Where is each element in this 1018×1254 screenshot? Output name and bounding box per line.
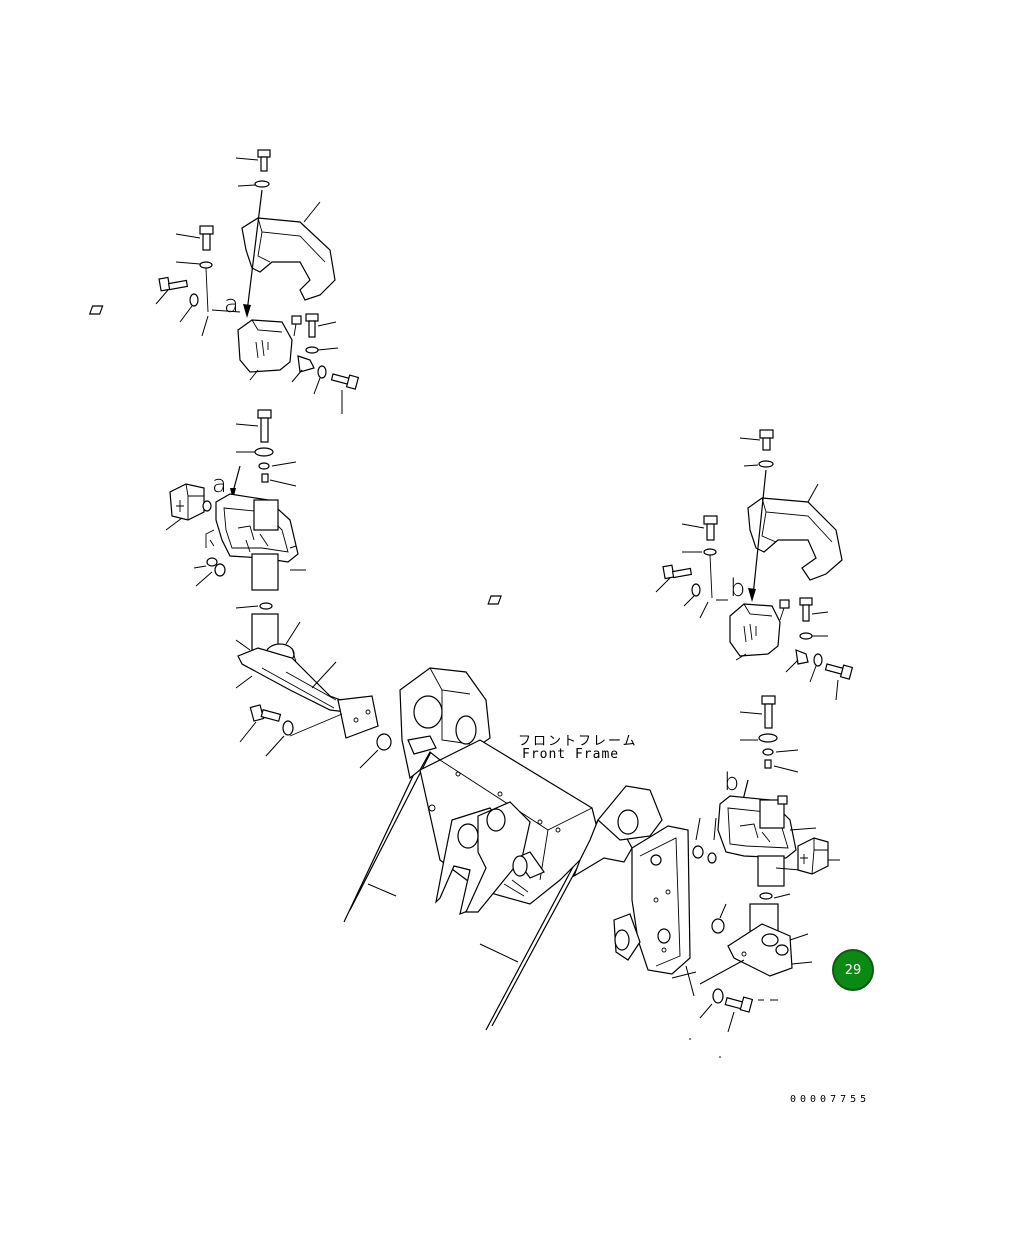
washer-icon	[758, 733, 778, 743]
front-frame-label-en: Front Frame	[522, 747, 620, 762]
washer-icon	[691, 583, 701, 597]
washer-icon	[799, 632, 813, 640]
lamp-stay-icon	[237, 647, 347, 713]
lamp-cover-icon	[241, 217, 336, 301]
washer-icon	[199, 261, 213, 269]
bolt-icon	[305, 313, 319, 338]
bolt-icon	[703, 515, 718, 541]
nut-icon	[376, 733, 392, 751]
bracket-icon	[297, 355, 315, 373]
bolt-icon	[199, 225, 214, 251]
bolt-icon	[257, 149, 271, 172]
front-frame-label-jp: フロントフレーム	[518, 734, 638, 749]
clip-icon	[487, 595, 502, 605]
lamp-bracket-assembly-b	[689, 695, 840, 1058]
spacer-icon	[764, 759, 772, 769]
lamp-bracket-assembly-a	[165, 409, 392, 769]
washer-icon	[305, 346, 319, 354]
lamp-assembly-b-top	[487, 429, 854, 701]
spacer-icon	[261, 473, 269, 483]
nut-icon	[762, 748, 774, 756]
bolt-icon	[249, 704, 282, 722]
switch-box-icon	[169, 483, 212, 521]
bolt-icon	[330, 373, 360, 390]
work-lamp-icon	[729, 603, 781, 657]
callout-b-top: b	[730, 574, 746, 602]
nut-icon	[214, 563, 226, 577]
bolt-icon	[799, 597, 813, 622]
lamp-assembly-a-top	[88, 149, 360, 414]
page-number-badge[interactable]: 29	[832, 949, 874, 991]
washer-icon	[712, 988, 724, 1004]
washer-icon	[189, 293, 199, 307]
bolt-icon	[724, 996, 754, 1013]
nut-icon	[258, 462, 270, 470]
front-frame-icon	[343, 667, 727, 1031]
callout-a-top: a	[224, 290, 239, 318]
bolt-icon	[662, 564, 693, 580]
callout-a-mid: a	[212, 470, 227, 498]
nut-icon	[692, 845, 704, 859]
mount-plate-icon	[337, 695, 379, 739]
washer-icon	[707, 852, 717, 864]
washer-icon	[254, 180, 270, 188]
switch-box-icon	[797, 837, 829, 875]
washer-icon	[282, 720, 294, 736]
washer-icon	[703, 548, 717, 556]
nut-icon	[759, 892, 773, 900]
document-number: 00007755	[790, 1094, 871, 1105]
lamp-cover-icon	[747, 497, 843, 581]
bolt-icon	[761, 695, 776, 729]
work-lamp-icon	[237, 319, 293, 373]
bolt-icon	[759, 429, 774, 451]
bolt-icon	[257, 409, 272, 443]
nut-icon	[259, 602, 273, 610]
clip-icon	[88, 305, 104, 315]
nut-icon	[711, 918, 725, 934]
bolt-icon	[824, 663, 854, 680]
washer-icon	[317, 365, 327, 379]
washer-icon	[254, 447, 274, 457]
nut-icon	[206, 557, 218, 567]
bracket-icon	[795, 649, 809, 665]
callout-b-mid: b	[724, 768, 740, 796]
washer-icon	[758, 460, 774, 468]
bolt-icon	[158, 276, 189, 292]
page-number-text: 29	[844, 962, 862, 978]
washer-icon	[813, 653, 823, 667]
